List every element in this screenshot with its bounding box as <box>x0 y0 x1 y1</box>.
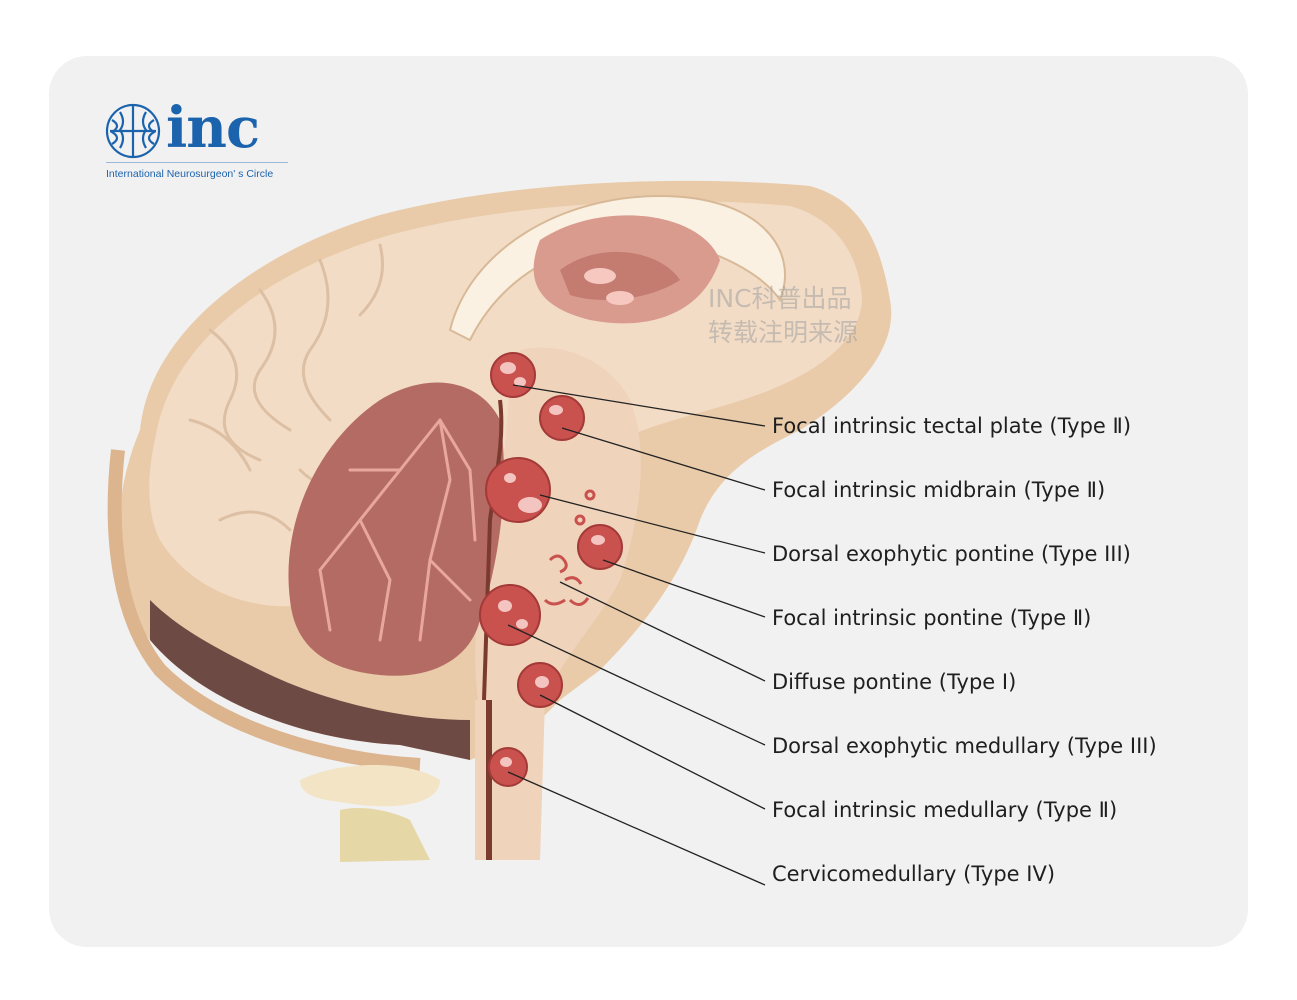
label-dorsal-exophytic-medullary: Dorsal exophytic medullary (Type III) <box>772 734 1157 758</box>
leader-lines <box>507 384 766 886</box>
tumor-focal-pontine <box>577 524 623 570</box>
watermark: INC科普出品 转载注明来源 <box>708 282 858 350</box>
tumor-tectal-plate <box>490 352 536 398</box>
logo-subtitle: International Neurosurgeon' s Circle <box>106 168 274 180</box>
tumor-diffuse-pontine <box>543 489 596 606</box>
label-midbrain: Focal intrinsic midbrain (Type Ⅱ) <box>772 478 1106 502</box>
tumor-dorsal-exophytic-medullary <box>479 584 541 646</box>
brain-logo-icon <box>105 103 161 159</box>
cerebellum <box>288 382 504 676</box>
inc-logo: inc International Neurosurgeon' s Circle <box>102 98 292 184</box>
tumor-midbrain <box>539 395 585 441</box>
label-focal-medullary: Focal intrinsic medullary (Type Ⅱ) <box>772 798 1118 822</box>
logo-wordmark: inc <box>166 95 260 161</box>
label-dorsal-exophytic-pontine: Dorsal exophytic pontine (Type III) <box>772 542 1131 566</box>
watermark-line-2: 转载注明来源 <box>708 318 859 347</box>
label-diffuse-pontine: Diffuse pontine (Type Ⅰ) <box>772 670 1017 694</box>
tumor-cervicomedullary <box>488 747 528 787</box>
watermark-line-1: INC科普出品 <box>708 284 852 313</box>
label-focal-pontine: Focal intrinsic pontine (Type Ⅱ) <box>772 606 1092 630</box>
label-cervicomedullary: Cervicomedullary (Type IV) <box>772 862 1056 886</box>
tumor-dorsal-exophytic-pontine <box>485 457 551 523</box>
logo-divider <box>106 162 288 163</box>
label-tectal-plate: Focal intrinsic tectal plate (Type Ⅱ) <box>772 414 1132 438</box>
vertebra <box>300 765 440 807</box>
